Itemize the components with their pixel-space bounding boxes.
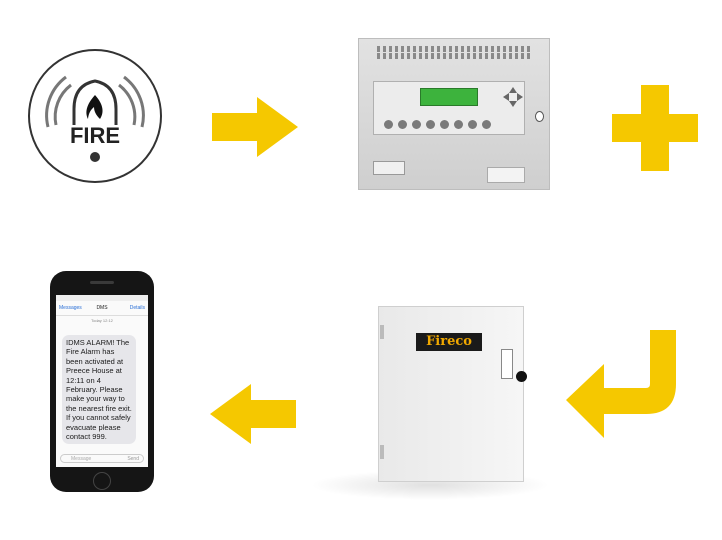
phone-screen: Messages DMS Details Today 12:12 IDMS AL… — [56, 295, 148, 467]
panel-vent — [377, 46, 532, 52]
smartphone: Messages DMS Details Today 12:12 IDMS AL… — [50, 271, 154, 492]
panel-vent — [377, 53, 532, 59]
unit-switch — [501, 349, 513, 379]
panel-fascia — [373, 81, 525, 135]
panel-label — [373, 161, 405, 175]
home-button[interactable] — [93, 472, 111, 490]
unit-knob — [516, 371, 527, 382]
message-timestamp: Today 12:12 — [56, 318, 148, 323]
plus-icon — [612, 85, 698, 171]
message-placeholder: Message — [71, 456, 91, 462]
details-link[interactable]: Details — [130, 305, 145, 311]
arrow-left-icon — [210, 384, 296, 444]
fire-alarm-control-panel — [358, 38, 550, 190]
dpad-icon — [502, 86, 524, 108]
send-button[interactable]: Send — [127, 455, 139, 463]
panel-buttons — [384, 120, 504, 130]
panel-display — [420, 88, 478, 106]
arrow-right-icon — [212, 97, 298, 157]
fireco-logo: Fireco — [416, 333, 482, 351]
hinge — [380, 325, 384, 339]
fireco-unit: Fireco — [378, 306, 524, 482]
fire-label: FIRE — [26, 123, 164, 149]
arrow-curved-left-icon — [566, 330, 678, 442]
messages-header: Messages DMS Details — [56, 301, 148, 316]
message-input[interactable]: Message Send — [60, 454, 144, 463]
hinge — [380, 445, 384, 459]
key-lock-icon — [535, 111, 544, 122]
fire-alarm-icon: FIRE — [26, 47, 164, 185]
panel-plate — [487, 167, 525, 183]
alarm-message: IDMS ALARM! The Fire Alarm has been acti… — [62, 335, 136, 444]
phone-speaker — [90, 281, 114, 284]
